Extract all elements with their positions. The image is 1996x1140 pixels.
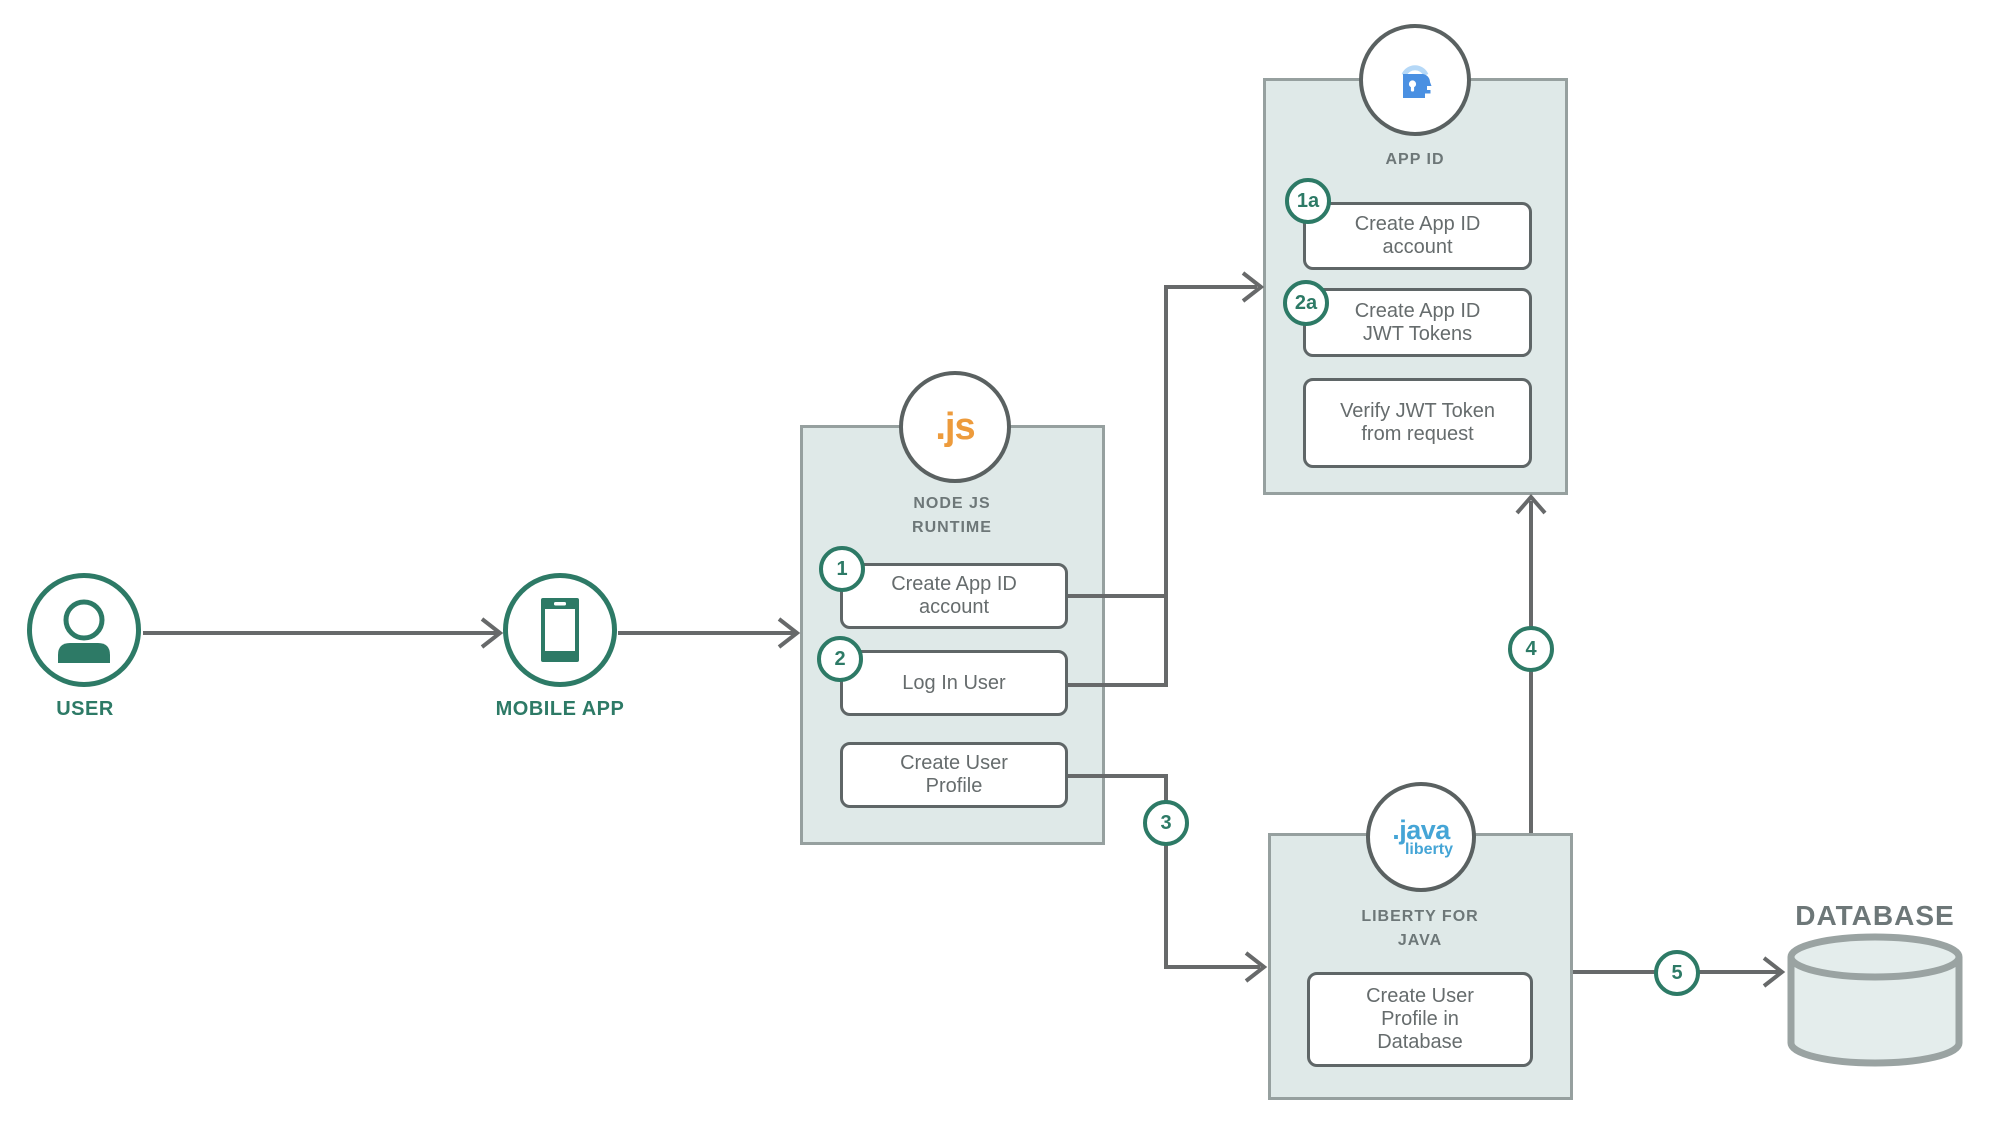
step-label: Create User Profile [900, 752, 1008, 797]
database-label: DATABASE [1795, 900, 1955, 931]
step-label: Create App ID account [891, 573, 1017, 618]
connector-user-to-mobile [143, 617, 504, 649]
step-label: Create App ID JWT Tokens [1354, 299, 1481, 345]
person-icon [58, 599, 110, 663]
user-node [27, 573, 141, 687]
database-cylinder-icon [1787, 933, 1963, 1067]
step-create-user-profile: Create User Profile [840, 742, 1068, 808]
lock-face-icon [1401, 65, 1432, 98]
step-badge-1a: 1a [1285, 178, 1331, 224]
step-create-user-profile-in-db: Create User Profile in Database [1307, 972, 1533, 1067]
mobile-app-label: MOBILE APP [495, 698, 625, 720]
step-label: Log In User [902, 671, 1006, 694]
step-badge-2a: 2a [1283, 280, 1329, 326]
step-label: Verify JWT Token from request [1340, 400, 1495, 445]
mobile-app-node [503, 573, 617, 687]
flow-badge-5: 5 [1654, 950, 1700, 996]
liberty-icon-circle: .java liberty [1366, 782, 1476, 892]
step-appid-create-account: Create App ID account [1303, 202, 1532, 270]
step-badge-2: 2 [817, 636, 863, 682]
step-log-in-user: Log In User [840, 650, 1068, 716]
flow-badge-3: 3 [1143, 800, 1189, 846]
user-label: USER [56, 698, 114, 720]
liberty-logo-text: liberty [1404, 840, 1453, 858]
step-appid-create-jwt: Create App ID JWT Tokens [1303, 288, 1532, 357]
nodejs-runtime-icon-circle: .js [899, 371, 1011, 483]
step-appid-verify-jwt: Verify JWT Token from request [1303, 378, 1532, 468]
node-runtime-label: NODE JS RUNTIME [912, 495, 992, 536]
app-id-icon-circle [1359, 24, 1471, 136]
nodejs-icon: .js [935, 405, 975, 448]
java-logo-text: .java [1392, 814, 1450, 845]
flow-badge-4: 4 [1508, 626, 1554, 672]
step-label: Create User Profile in Database [1366, 985, 1474, 1053]
step-label: Create App ID account [1354, 213, 1481, 258]
connector-mobile-to-node [618, 617, 801, 649]
app-id-label: APP ID [1385, 151, 1445, 168]
step-create-appid-account: Create App ID account [840, 563, 1068, 629]
smartphone-icon [541, 598, 579, 662]
java-liberty-icon: .java liberty [1389, 814, 1453, 858]
step-badge-1: 1 [819, 546, 865, 592]
liberty-label: LIBERTY FOR JAVA [1361, 908, 1479, 949]
